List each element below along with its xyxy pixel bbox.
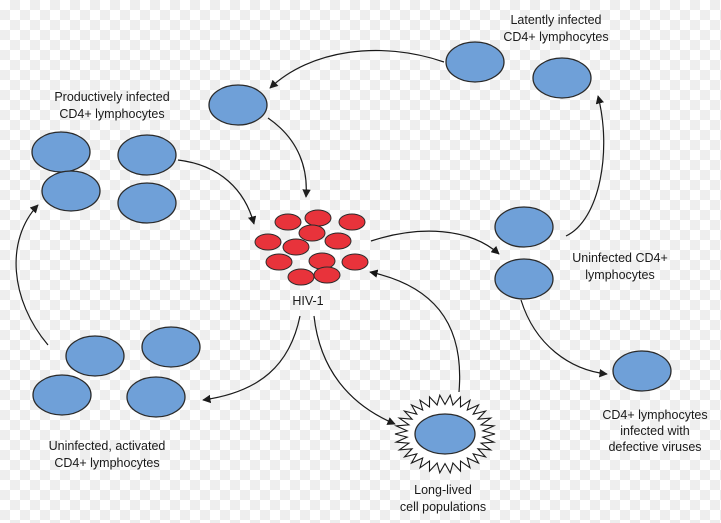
latently-infected-group: Latently infected CD4+ lymphocytes <box>445 13 609 99</box>
activated-cell-1 <box>65 335 125 377</box>
arrow-uninfected-to-latent <box>565 95 605 237</box>
virion <box>338 213 366 231</box>
defective-label-line3: defective viruses <box>608 440 701 454</box>
virion <box>324 232 352 250</box>
latent-cell-2 <box>532 57 592 99</box>
arrow-hiv-to-activated <box>202 315 301 404</box>
latent-label-line2: CD4+ lymphocytes <box>503 30 608 44</box>
virion <box>287 268 315 286</box>
virion <box>254 233 282 251</box>
virion <box>304 209 332 227</box>
activated-cell-2 <box>141 326 201 368</box>
longlived-label-line1: Long-lived <box>414 483 472 497</box>
uninfected-label-line2: lymphocytes <box>585 268 654 282</box>
arrow-longlived-to-hiv <box>369 269 461 393</box>
arrow-activated-to-productive <box>15 204 49 346</box>
defective-group: CD4+ lymphocytes infected with defective… <box>602 350 708 454</box>
hiv-virus-cluster: HIV-1 <box>254 209 369 308</box>
latent-label-line1: Latently infected <box>510 13 601 27</box>
arrow-hiv-to-longlived <box>313 315 396 425</box>
productive-cell-4 <box>117 182 177 224</box>
reactivated-cell <box>208 84 268 126</box>
productive-label-line1: Productively infected <box>54 90 169 104</box>
long-lived-group: Long-lived cell populations <box>393 393 497 514</box>
virion <box>282 238 310 256</box>
virion <box>313 266 341 284</box>
virion <box>308 252 336 270</box>
arrow-productive-to-hiv <box>177 159 257 225</box>
uninfected-label-line1: Uninfected CD4+ <box>572 251 668 265</box>
productive-cell-2 <box>117 134 177 176</box>
long-lived-cell <box>414 413 476 455</box>
productive-cell-1 <box>31 131 91 173</box>
activated-group: Uninfected, activated CD4+ lymphocytes <box>32 326 201 470</box>
activated-cell-4 <box>126 376 186 418</box>
virion <box>265 253 293 271</box>
virion <box>274 213 302 231</box>
uninfected-cell-1 <box>494 206 554 248</box>
productively-infected-group: Productively infected CD4+ lymphocytes <box>31 90 177 224</box>
uninfected-cell-2 <box>494 258 554 300</box>
uninfected-group: Uninfected CD4+ lymphocytes <box>494 206 668 300</box>
productive-cell-3 <box>41 170 101 212</box>
activated-label-line1: Uninfected, activated <box>49 439 166 453</box>
defective-label-line2: infected with <box>620 424 690 438</box>
virion <box>298 224 326 242</box>
hiv-label: HIV-1 <box>292 294 323 308</box>
arrow-reactivated-to-hiv <box>267 117 311 198</box>
productive-label-line2: CD4+ lymphocytes <box>59 107 164 121</box>
defective-cell <box>612 350 672 392</box>
longlived-label-line2: cell populations <box>400 500 486 514</box>
latent-cell-1 <box>445 41 505 83</box>
arrows <box>15 49 608 425</box>
arrow-hiv-to-uninfected <box>370 230 500 255</box>
defective-label-line1: CD4+ lymphocytes <box>602 408 707 422</box>
virion <box>341 253 369 271</box>
activated-cell-3 <box>32 374 92 416</box>
arrow-latent-to-reactivated <box>269 49 445 89</box>
arrow-uninfected-to-defective <box>520 299 608 378</box>
activated-label-line2: CD4+ lymphocytes <box>54 456 159 470</box>
